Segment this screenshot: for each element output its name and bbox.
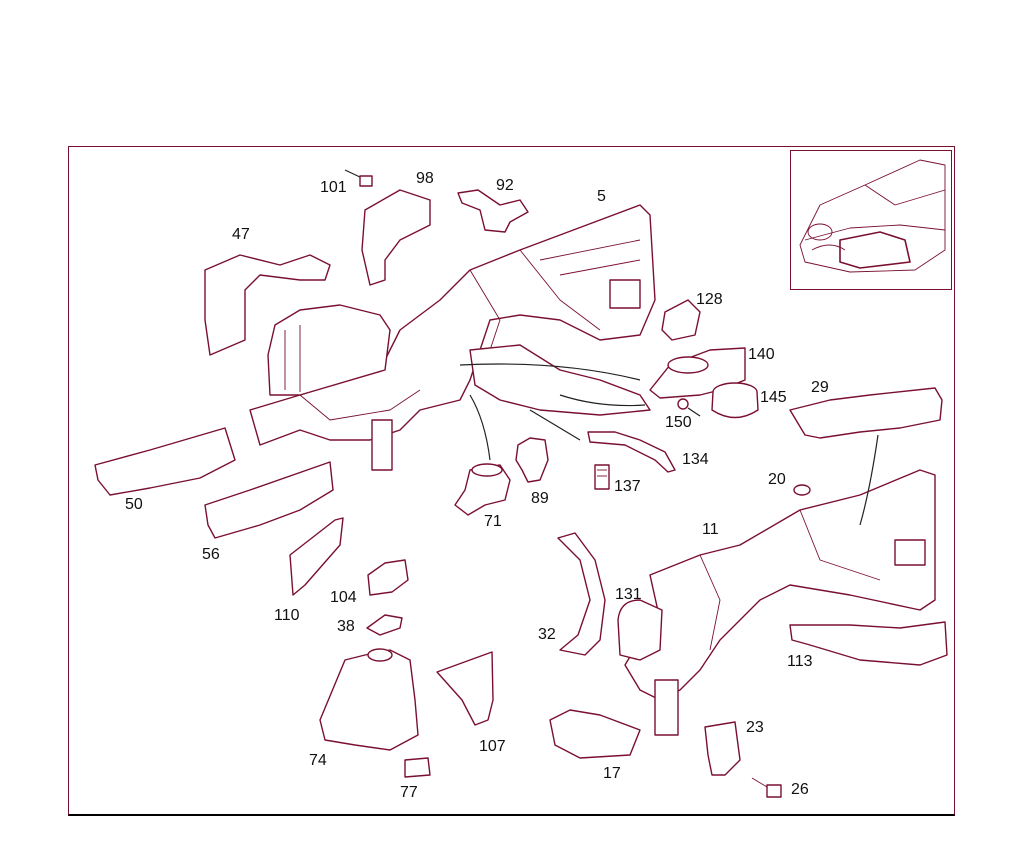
part-50-rail (94, 427, 236, 496)
part-23-bracket (704, 721, 741, 776)
label-128: 128 (696, 291, 723, 308)
part-110-strip (289, 517, 344, 596)
label-17: 17 (603, 765, 621, 782)
label-140: 140 (748, 346, 775, 363)
label-77: 77 (400, 784, 418, 801)
label-11: 11 (702, 521, 719, 538)
part-29-member (789, 387, 943, 439)
label-134: 134 (682, 451, 709, 468)
label-26: 26 (791, 781, 809, 798)
locator-car-drawing (799, 159, 946, 273)
part-104-bracket (367, 559, 409, 596)
label-38: 38 (337, 618, 355, 635)
part-17-bracket (549, 709, 641, 759)
label-145: 145 (760, 389, 787, 406)
part-128-grommet (661, 299, 701, 341)
label-29: 29 (811, 379, 829, 396)
part-20-grommet (793, 484, 811, 496)
part-77-plate (404, 757, 431, 778)
part-137-bolt (594, 464, 610, 490)
part-56-rail (204, 461, 334, 539)
part-134-strap (587, 431, 676, 473)
label-137: 137 (614, 478, 641, 495)
part-98-mount (361, 189, 431, 286)
part-150-clip (677, 398, 701, 417)
part-89-bracket (515, 437, 549, 483)
assembly-arrows (459, 363, 879, 526)
part-92-bracket (457, 189, 529, 233)
label-101: 101 (320, 179, 347, 196)
part-32-strut (557, 532, 606, 656)
label-20: 20 (768, 471, 786, 488)
label-110: 110 (274, 607, 300, 624)
label-131: 131 (615, 586, 642, 603)
part-74-strut-tower (319, 648, 419, 751)
vehicle-locator-inset (790, 150, 952, 290)
diagram-frame (68, 146, 955, 816)
label-150: 150 (665, 414, 692, 431)
part-47-bracket (204, 254, 331, 356)
part-113-rail (789, 621, 948, 666)
part-71-mount (454, 463, 511, 516)
label-23: 23 (746, 719, 764, 736)
part-5-left-front-structure (249, 204, 656, 471)
label-71: 71 (484, 513, 502, 530)
label-74: 74 (309, 752, 327, 769)
label-50: 50 (125, 496, 143, 513)
part-107-brace (436, 651, 494, 726)
label-92: 92 (496, 177, 514, 194)
part-26-bolt (751, 777, 782, 798)
label-104: 104 (330, 589, 357, 606)
part-101-bolt (344, 169, 373, 187)
label-32: 32 (538, 626, 556, 643)
label-5: 5 (597, 188, 606, 205)
part-145-cap (711, 382, 759, 419)
label-107: 107 (479, 738, 506, 755)
part-131-cover (617, 599, 663, 661)
label-47: 47 (232, 226, 250, 243)
label-98: 98 (416, 170, 434, 187)
label-89: 89 (531, 490, 549, 507)
label-56: 56 (202, 546, 220, 563)
part-11-right-front-structure (624, 469, 936, 736)
label-113: 113 (787, 653, 813, 670)
part-38-clip (366, 614, 403, 636)
